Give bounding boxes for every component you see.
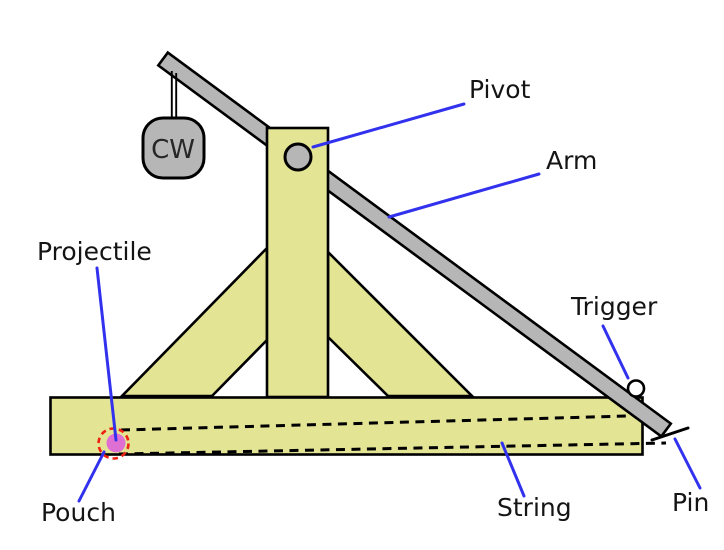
- base-beam: [49, 396, 644, 456]
- string-leader-line: [500, 441, 526, 498]
- pivot-circle: [283, 142, 313, 172]
- label-pin: Pin: [672, 488, 710, 517]
- projectile-ball: [106, 433, 126, 453]
- label-pouch: Pouch: [41, 498, 116, 527]
- string-upper: [120, 414, 629, 432]
- label-pivot: Pivot: [469, 75, 531, 104]
- projectile-leader-line: [95, 266, 118, 442]
- string-lower: [118, 441, 667, 456]
- arm-leader-line: [387, 172, 541, 219]
- pin-leader-line: [673, 437, 702, 490]
- pouch-leader-line: [77, 450, 106, 503]
- label-projectile: Projectile: [37, 237, 152, 266]
- label-trigger: Trigger: [571, 292, 658, 321]
- pin-rod: [650, 426, 690, 442]
- label-string: String: [497, 493, 572, 522]
- left-brace: [118, 244, 269, 398]
- trigger-leader-line: [601, 324, 630, 380]
- counterweight-label: CW: [151, 135, 195, 165]
- trigger-circle: [626, 379, 646, 398]
- label-arm: Arm: [546, 146, 598, 175]
- counterweight: [141, 116, 206, 180]
- vertical-post: [265, 126, 330, 399]
- pivot-leader-line: [311, 102, 466, 149]
